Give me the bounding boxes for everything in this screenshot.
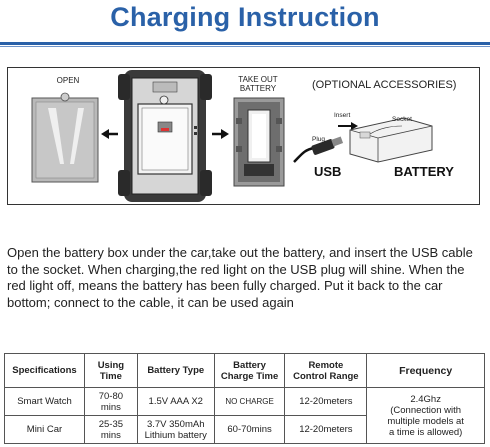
header-control-range-line1: Remote [308, 359, 344, 371]
usb-cable-illustration [293, 136, 344, 163]
frequency-line-3: multiple models at [387, 415, 464, 427]
insert-label: Insert [334, 112, 351, 119]
header-specifications: Specifications [4, 353, 85, 388]
cell-using-time-line1: 70-80 [98, 390, 124, 402]
header-charge-time-line2: Charge Time [220, 370, 279, 382]
header-charge-time-line1: Battery [233, 359, 266, 371]
header-frequency: Frequency [366, 353, 485, 388]
cell-charge-time: 60-70mins [213, 415, 286, 444]
battery-label: BATTERY [394, 164, 454, 179]
cell-battery-type-line1: 3.7V 350mAh [146, 418, 205, 430]
take-out-label-line1: TAKE OUT [238, 75, 278, 84]
cell-spec: Smart Watch [4, 387, 85, 416]
cell-using-time-line2: mins [100, 429, 121, 441]
car-bottom-illustration [118, 70, 212, 202]
cell-using-time-line1: 25-35 [98, 418, 124, 430]
battery-pack-illustration [233, 97, 285, 187]
take-out-label-line2: BATTERY [239, 84, 277, 93]
frequency-line-1: 2.4Ghz [410, 393, 441, 405]
diagram-illustration [31, 70, 433, 202]
insert-arrow-icon [338, 122, 358, 130]
cell-frequency: 2.4Ghz (Connection with multiple models … [366, 387, 485, 444]
arrow-right-icon [212, 129, 229, 139]
socket-label: Socket [392, 116, 412, 123]
open-label: OPEN [56, 76, 80, 85]
cell-spec: Mini Car [4, 415, 85, 444]
cell-battery-type-line2: Lithium battery [144, 429, 207, 441]
battery-cover-illustration [31, 92, 99, 183]
usb-label: USB [314, 164, 342, 179]
optional-accessories-label: (OPTIONAL ACCESSORIES) [312, 79, 457, 91]
cell-control-range: 12-20meters [284, 415, 368, 444]
header-using-time-line1: Using [97, 359, 125, 371]
title-underline-thin [0, 46, 490, 47]
title-underline [0, 42, 490, 45]
arrow-left-icon [101, 129, 118, 139]
battery-block-illustration [349, 117, 433, 163]
charging-diagram: OPEN TAKE OUT BATTERY (OPTIONAL ACCESSOR… [7, 67, 480, 205]
charging-description: Open the battery box under the car,take … [7, 245, 473, 310]
cell-control-range: 12-20meters [284, 387, 368, 416]
cell-charge-time: NO CHARGE [213, 387, 286, 416]
frequency-line-4: a time is allowed) [388, 426, 463, 438]
cell-using-time-line2: mins [100, 401, 121, 413]
header-battery-type: Battery Type [136, 353, 215, 388]
header-control-range-line2: Control Range [293, 370, 359, 382]
header-using-time-line2: Time [99, 370, 122, 382]
plug-label: Plug [312, 136, 326, 143]
cell-battery-type: 1.5V AAA X2 [136, 387, 215, 416]
frequency-line-2: (Connection with [390, 404, 462, 416]
page-title: Charging Instruction [110, 2, 380, 32]
